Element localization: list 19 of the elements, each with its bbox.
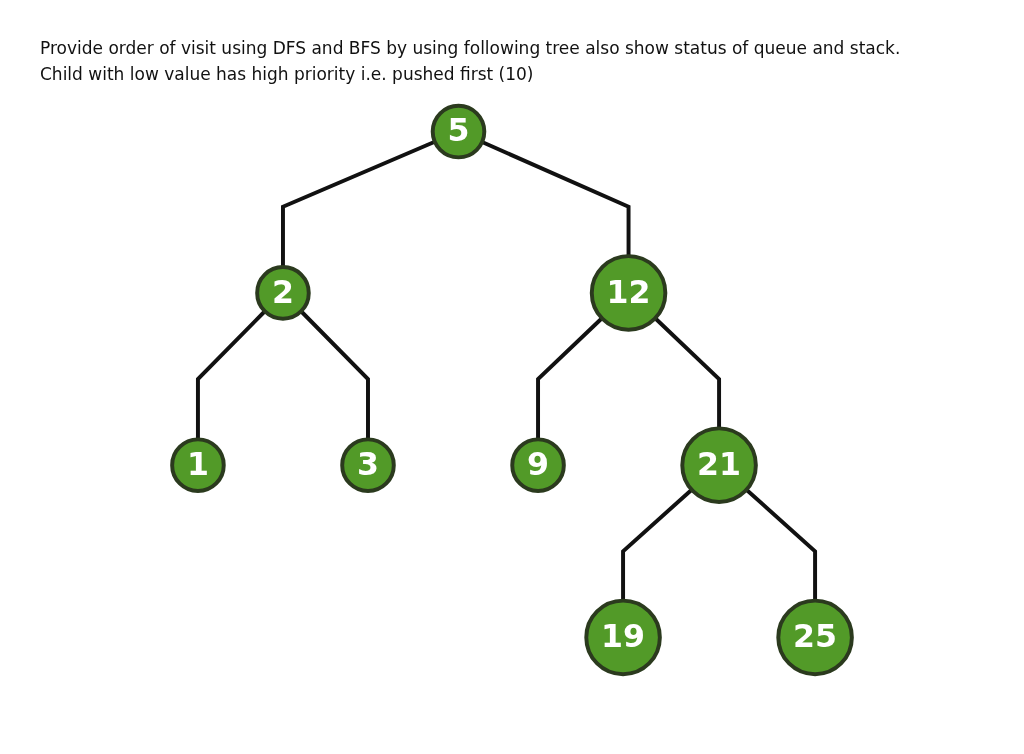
node-circle: 25 — [776, 598, 854, 677]
connector — [745, 488, 818, 601]
node-circle: 19 — [584, 598, 662, 677]
node-circle: 9 — [510, 437, 566, 493]
node-circle: 5 — [430, 103, 487, 160]
connector — [653, 316, 722, 429]
connector — [481, 140, 631, 257]
node-circle: 3 — [340, 437, 396, 493]
node-circle: 1 — [170, 437, 226, 493]
node-circle: 21 — [680, 426, 758, 504]
node-circle: 12 — [589, 254, 668, 332]
node-circle: 2 — [255, 265, 311, 321]
connector — [281, 139, 436, 268]
connector — [299, 309, 370, 440]
connector — [621, 488, 693, 601]
connector — [195, 309, 267, 440]
question-text: Provide order of visit using DFS and BFS by using following tree also show status of queue and stack. — [40, 38, 902, 58]
question-text: Child with low value has high priority i.e. pushed first (10) — [40, 64, 535, 84]
connector — [536, 316, 604, 440]
